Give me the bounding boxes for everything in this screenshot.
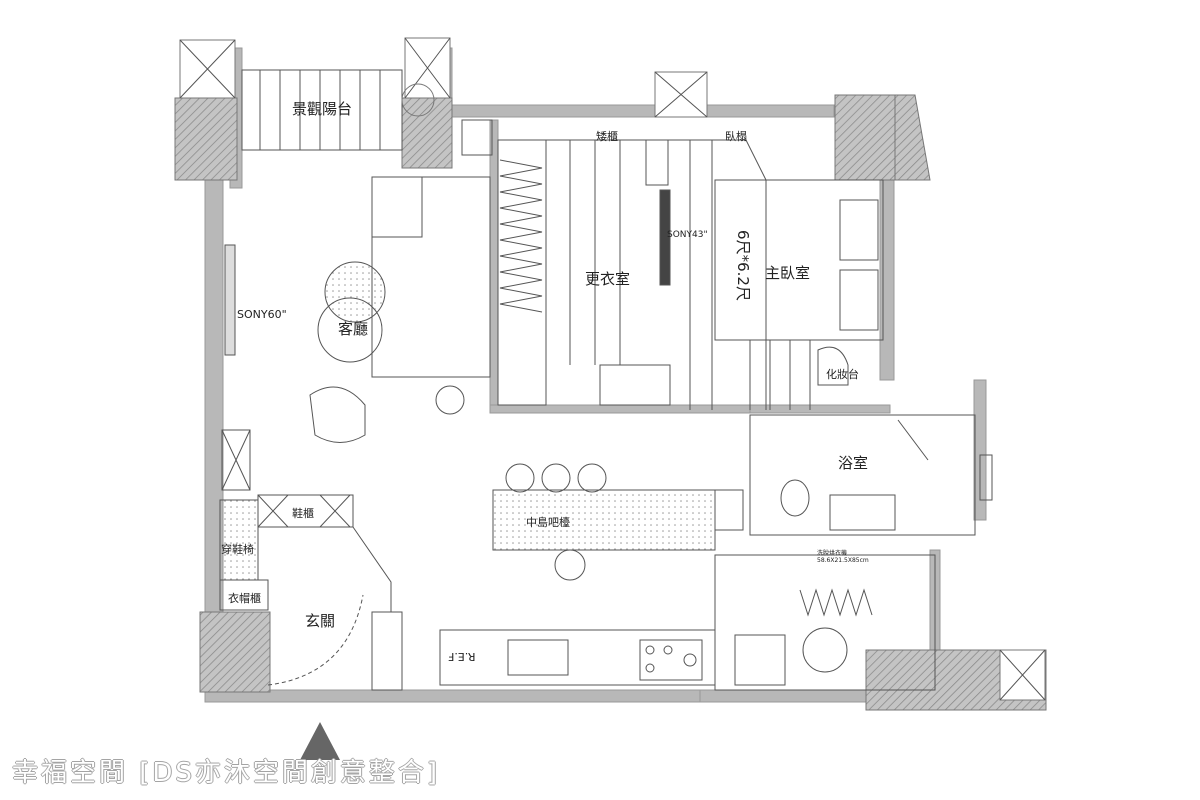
- label-coat-cabinet: 衣帽櫃: [228, 592, 261, 605]
- north-arrow: [300, 722, 340, 760]
- label-island-bar: 中島吧檯: [526, 516, 570, 529]
- label-living-room: 客廳: [338, 320, 369, 338]
- label-low-cabinet: 矮櫃: [596, 130, 618, 143]
- label-vanity: 化妝台: [826, 368, 859, 381]
- label-balcony: 景觀陽台: [292, 100, 353, 118]
- label-fridge: R.E.F: [448, 650, 476, 663]
- label-entrance: 玄關: [305, 612, 336, 630]
- label-tv-bedroom: SONY43": [667, 230, 708, 240]
- label-bed-size: 6尺*6.2尺: [733, 230, 752, 301]
- label-bathroom: 浴室: [838, 454, 869, 472]
- balcony-deck: [241, 69, 435, 151]
- label-washer-size: 58.6X21.5X85cm: [817, 557, 869, 564]
- label-washer: 洗脫烘衣機: [817, 550, 848, 557]
- watermark: 幸福空間 [DS亦沐空間創意整合]: [12, 758, 441, 788]
- label-shoe-bench: 穿鞋椅: [221, 543, 254, 556]
- label-daybed: 臥榻: [725, 130, 747, 143]
- bed: [714, 179, 884, 410]
- label-shoe-cabinet: 鞋櫃: [292, 507, 314, 520]
- label-tv-living: SONY60": [237, 308, 287, 321]
- entry: [219, 119, 669, 691]
- kitchen: [439, 463, 744, 686]
- laundry: [714, 554, 936, 691]
- label-closet: 更衣室: [585, 270, 631, 288]
- label-master-bedroom: 主臥室: [765, 264, 811, 282]
- living-furniture: [224, 176, 491, 443]
- structural-columns: [174, 37, 1047, 711]
- bathroom-fixtures: [749, 414, 993, 536]
